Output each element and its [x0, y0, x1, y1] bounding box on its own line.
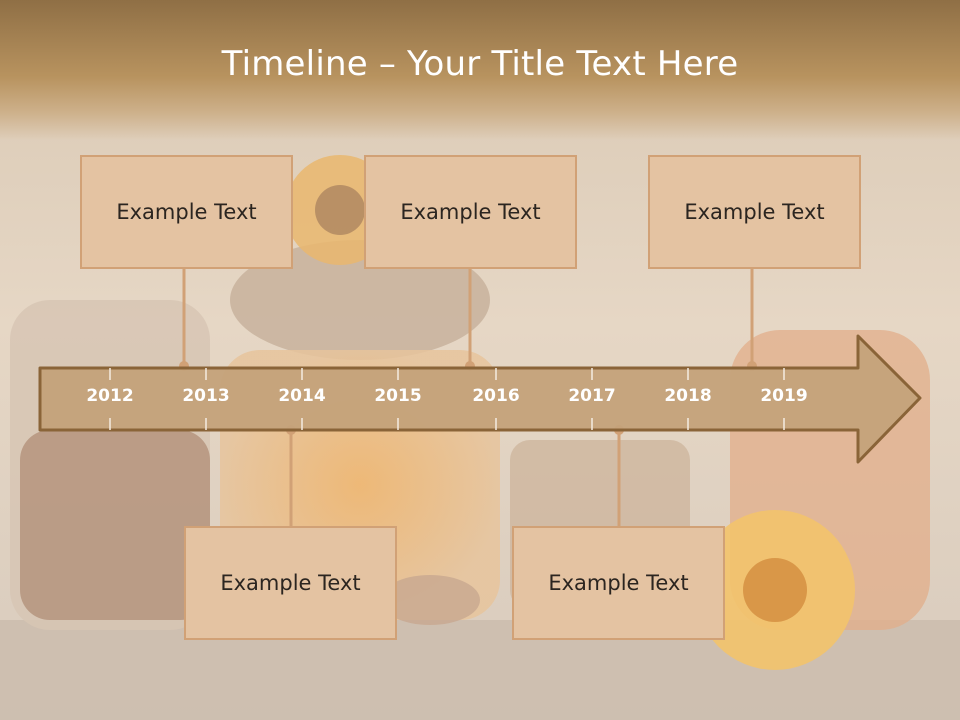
callout-top-1-text: Example Text — [116, 200, 257, 224]
title-band — [0, 0, 960, 140]
year-label-2019: 2019 — [760, 386, 808, 406]
callout-bottom-1: Example Text — [184, 526, 397, 640]
timeline-arrow — [38, 334, 922, 464]
year-label-2015: 2015 — [374, 386, 422, 406]
callout-bottom-1-text: Example Text — [220, 571, 361, 595]
callout-top-1: Example Text — [80, 155, 293, 269]
year-label-2016: 2016 — [472, 386, 520, 406]
callout-top-2: Example Text — [364, 155, 577, 269]
slide-title: Timeline – Your Title Text Here — [221, 44, 739, 84]
tick-marks — [109, 368, 785, 430]
year-label-2017: 2017 — [568, 386, 616, 406]
callout-top-3-text: Example Text — [684, 200, 825, 224]
year-label-2018: 2018 — [664, 386, 712, 406]
callout-top-2-text: Example Text — [400, 200, 541, 224]
callout-top-3: Example Text — [648, 155, 861, 269]
callout-bottom-2: Example Text — [512, 526, 725, 640]
year-label-2012: 2012 — [86, 386, 134, 406]
year-label-2014: 2014 — [278, 386, 326, 406]
year-label-2013: 2013 — [182, 386, 230, 406]
callout-bottom-2-text: Example Text — [548, 571, 689, 595]
